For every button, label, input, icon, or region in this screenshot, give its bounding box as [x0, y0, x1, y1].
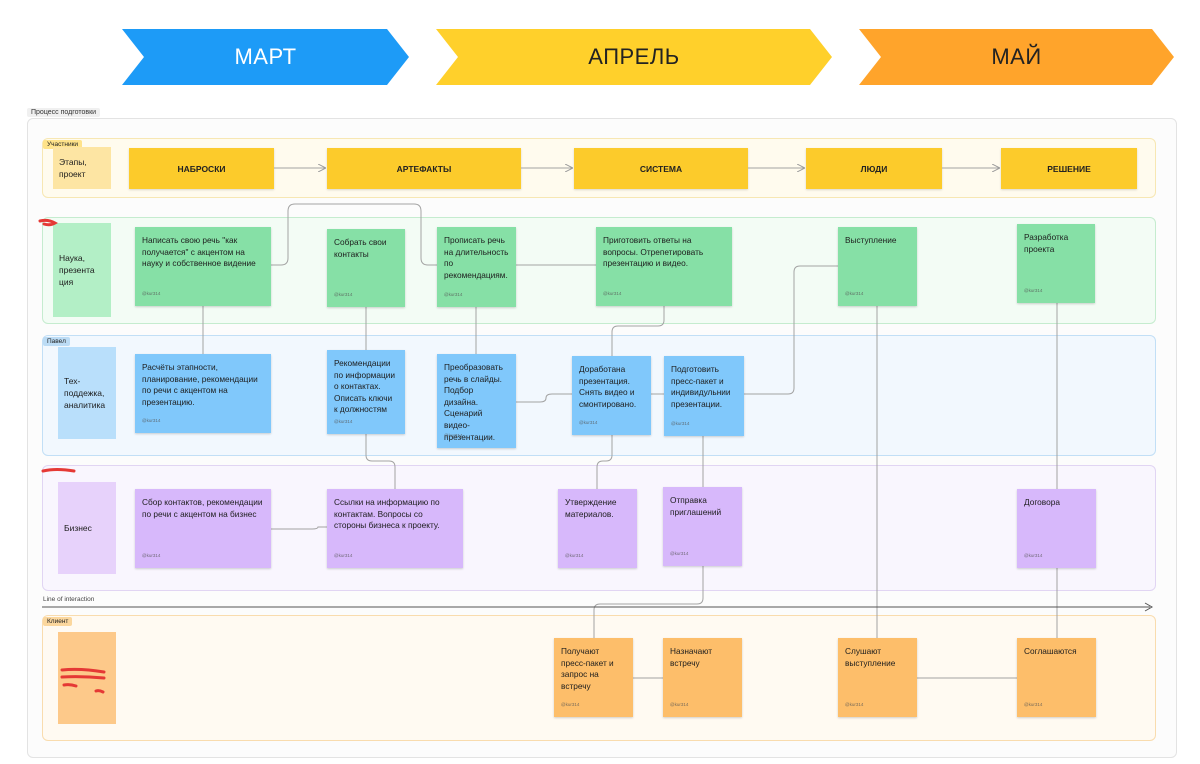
sticky-tech-4[interactable]: Доработана презентация. Снять видео и см… [572, 356, 651, 435]
lane-tag-participants: Участники [43, 140, 83, 149]
lane-tag-client: Клиент [43, 617, 73, 626]
sticky-business-3[interactable]: Утверждение материалов. @kur314 [558, 489, 637, 568]
sticky-tech-3[interactable]: Преобразовать речь в слайды. Подбор диза… [437, 354, 516, 448]
stage-decision[interactable]: РЕШЕНИЕ [1001, 148, 1137, 189]
frame-label: Процесс подготовки [27, 108, 101, 117]
stage-system[interactable]: СИСТЕМА [574, 148, 748, 189]
sticky-science-5[interactable]: Выступление @kur314 [838, 227, 917, 306]
stage-artifacts[interactable]: АРТЕФАКТЫ [327, 148, 521, 189]
stage-sketches[interactable]: НАБРОСКИ [129, 148, 274, 189]
sticky-science-4[interactable]: Приготовить ответы на вопросы. Отрепетир… [596, 227, 732, 306]
lane-name-business: Бизнес [58, 482, 116, 574]
sticky-client-3[interactable]: Слушают выступление @kur314 [838, 638, 917, 717]
lane-name-science: Наука, презента ция [53, 223, 111, 317]
sticky-client-4[interactable]: Соглашаются @kur314 [1017, 638, 1096, 717]
month-arrow-april: АПРЕЛЬ [436, 29, 832, 85]
lane-tag-pavel: Павел [43, 337, 70, 346]
sticky-tech-2[interactable]: Рекомендации по информации о контактах. … [327, 350, 405, 434]
month-label: МАРТ [234, 44, 297, 69]
sticky-science-6[interactable]: Разработка проекта @kur314 [1017, 224, 1095, 303]
sticky-business-4[interactable]: Отправка приглашений @kur314 [663, 487, 742, 566]
month-label: АПРЕЛЬ [588, 44, 680, 69]
sticky-business-1[interactable]: Сбор контактов, рекомендации по речи с а… [135, 489, 271, 568]
month-label: МАЙ [991, 44, 1042, 69]
sticky-business-2[interactable]: Ссылки на информацию по контактам. Вопро… [327, 489, 463, 568]
stage-people[interactable]: ЛЮДИ [806, 148, 942, 189]
sticky-business-5[interactable]: Договора @kur314 [1017, 489, 1096, 568]
sticky-client-2[interactable]: Назначают встречу @kur314 [663, 638, 742, 717]
lane-name-client [58, 632, 116, 724]
sticky-client-1[interactable]: Получают пресс-пакет и запрос на встречу… [554, 638, 633, 717]
lane-name-stages: Этапы, проект [53, 147, 111, 189]
lane-name-tech: Тех- поддежка, аналитика [58, 347, 116, 439]
month-arrow-march: МАРТ [122, 29, 409, 85]
sticky-science-2[interactable]: Собрать свои контакты @kur314 [327, 229, 405, 307]
sticky-tech-1[interactable]: Расчёты этапности, планирование, рекомен… [135, 354, 271, 433]
sticky-science-1[interactable]: Написать свою речь "как получается" с ак… [135, 227, 271, 306]
line-of-interaction-label: Line of interaction [43, 596, 95, 603]
month-arrow-may: МАЙ [859, 29, 1174, 85]
sticky-tech-5[interactable]: Подготовить пресс-пакет и индивидульнии … [664, 356, 744, 436]
sticky-science-3[interactable]: Прописать речь на длительность по рекоме… [437, 227, 516, 307]
